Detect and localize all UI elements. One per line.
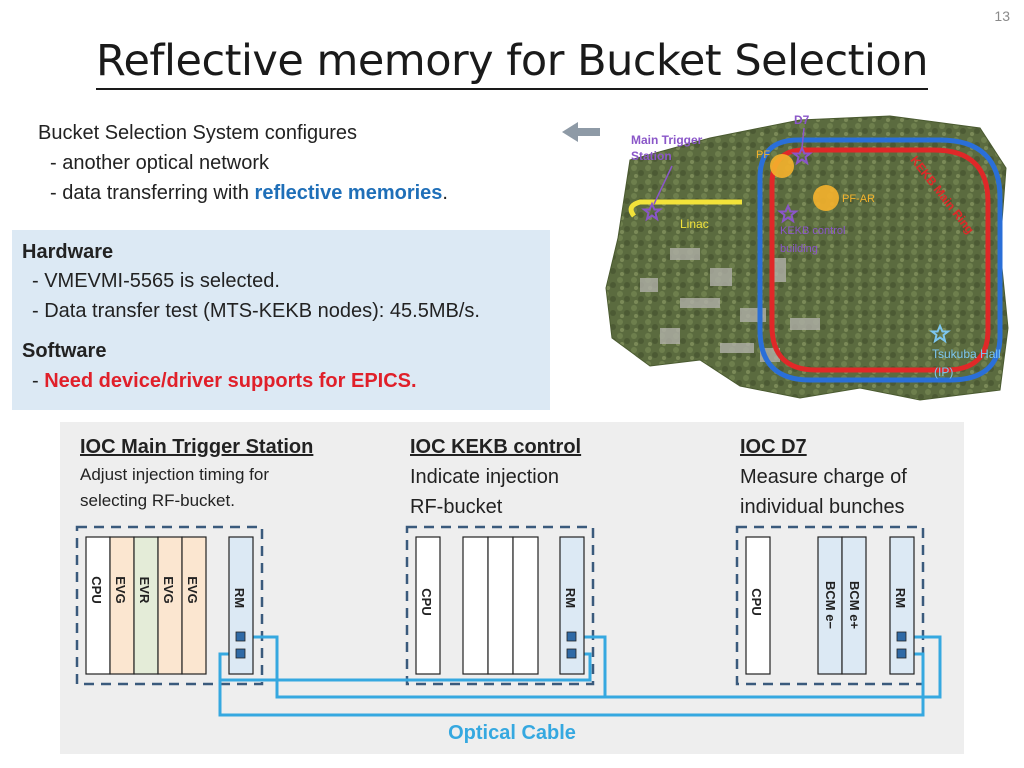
slot-label-evg: EVG — [185, 576, 200, 603]
slot-cpu — [85, 536, 111, 675]
map-label-kekb-control: KEKB control — [780, 225, 845, 237]
hardware-heading: Hardware — [22, 241, 114, 263]
slot-label-evg: EVG — [161, 576, 176, 603]
ioc-main-trigger-title: IOC Main Trigger Station — [80, 436, 314, 458]
hardware-item-1: - VMEVMI-5565 is selected. — [32, 270, 280, 292]
ioc-kekb-control-header: IOC KEKB control Indicate injection RF-b… — [410, 432, 581, 522]
software-item: - Need device/driver supports for EPICS. — [32, 366, 550, 396]
slot-label-bcm-e-minus: BCM e− — [823, 581, 838, 629]
crate-outline-kekb-control — [405, 525, 595, 686]
slot-label-rm: RM — [232, 588, 247, 608]
linac-line — [628, 199, 742, 218]
map-label-d7: D7 — [794, 113, 810, 127]
map-label-ip: (IP) — [934, 365, 953, 379]
slot-label-rm: RM — [893, 588, 908, 608]
map-label-pf-ar: PF-AR — [842, 193, 875, 205]
intro-text: Bucket Selection System configures - ano… — [38, 118, 448, 208]
rm-port-icon — [235, 648, 246, 659]
crate-outline-main-trigger — [75, 525, 264, 686]
slot-label-cpu: CPU — [749, 588, 764, 615]
ioc-d7-title: IOC D7 — [740, 436, 807, 458]
star-d7-icon — [791, 145, 813, 166]
software-item-prefix: - — [32, 370, 45, 392]
software-item-text: Need device/driver supports for EPICS. — [44, 370, 417, 392]
slot-label-cpu: CPU — [89, 576, 104, 603]
hardware-item-2: - Data transfer test (MTS-KEKB nodes): 4… — [32, 300, 480, 322]
rm-port-icon — [896, 631, 907, 642]
slot-bcm-e-minus — [841, 536, 867, 675]
slot-empty — [512, 536, 539, 675]
rm-port-icon — [896, 648, 907, 659]
rm-port-icon — [566, 631, 577, 642]
intro-line-1: Bucket Selection System configures — [38, 122, 358, 144]
star-kekb-control-icon — [777, 203, 799, 224]
ioc-main-trigger-desc-1: Adjust injection timing for — [80, 465, 269, 484]
intro-line-3-prefix: - data transferring with — [50, 182, 255, 204]
star-tsukuba-icon — [929, 323, 951, 344]
ioc-main-trigger-desc-2: selecting RF-bucket. — [80, 491, 235, 510]
hardware-software-box: Hardware - VMEVMI-5565 is selected. - Da… — [12, 230, 550, 410]
ioc-kekb-control-desc-2: RF-bucket — [410, 496, 503, 518]
slot-label-bcm-e-plus: BCM e+ — [847, 581, 862, 629]
ioc-d7-header: IOC D7 Measure charge of individual bunc… — [740, 432, 907, 522]
map-label-building: building — [780, 243, 818, 255]
rm-port-icon — [235, 631, 246, 642]
slot-evg — [181, 536, 207, 675]
compass-arrow — [562, 122, 600, 142]
optical-cable-d7-return — [218, 652, 925, 717]
ioc-main-trigger-header: IOC Main Trigger Station Adjust injectio… — [80, 432, 313, 514]
slot-label-rm: RM — [563, 588, 578, 608]
main-trigger-pointer — [653, 165, 673, 205]
software-heading: Software — [22, 340, 107, 362]
slot-evg — [109, 536, 135, 675]
ioc-kekb-control-slots: CPU RM — [415, 536, 585, 675]
slot-label-evr: EVR — [137, 577, 152, 604]
ioc-d7-slots: CPU BCM e+ BCM e− RM — [745, 536, 915, 675]
d7-pointer — [801, 127, 805, 149]
kekb-ring-red — [769, 147, 991, 373]
slot-evr — [133, 536, 159, 675]
ioc-d7-desc-2: individual bunches — [740, 496, 905, 518]
ioc-kekb-control-title: IOC KEKB control — [410, 436, 582, 458]
map-label-main-trigger: Main Trigger — [631, 133, 703, 147]
kek-aerial-map: D7 Main Trigger Station PF PF-AR Linac K… — [562, 113, 1009, 401]
crate-outline-d7 — [735, 525, 925, 686]
site-ground — [605, 115, 1009, 401]
slide-title: Reflective memory for Bucket Selection — [0, 36, 1024, 90]
map-label-linac: Linac — [680, 217, 709, 231]
slot-empty — [462, 536, 489, 675]
intro-line-3-suffix: . — [442, 182, 448, 204]
slot-label-cpu: CPU — [419, 588, 434, 615]
map-label-pf: PF — [756, 149, 770, 161]
slot-cpu — [415, 536, 441, 675]
page-number: 13 — [994, 8, 1010, 24]
slot-empty — [487, 536, 514, 675]
pf-ar-ring — [813, 185, 839, 211]
ioc-kekb-control-desc-1: Indicate injection — [410, 466, 559, 488]
pf-ring — [770, 154, 794, 178]
slot-evg — [157, 536, 183, 675]
kekb-ring-blue — [757, 137, 1003, 383]
reflective-memories-highlight: reflective memories — [254, 182, 443, 204]
optical-cable-d7 — [605, 635, 942, 699]
ioc-main-trigger-slots: CPU EVG EVR EVG EVG RM — [85, 536, 254, 675]
intro-line-3: - data transferring with reflective memo… — [38, 178, 448, 208]
optical-cable-label: Optical Cable — [448, 722, 576, 744]
slot-label-evg: EVG — [113, 576, 128, 603]
map-label-station: Station — [631, 149, 672, 163]
rm-port-icon — [566, 648, 577, 659]
intro-line-2: - another optical network — [50, 152, 270, 174]
map-label-tsukuba-hall: Tsukuba Hall — [932, 347, 1001, 361]
slot-cpu — [745, 536, 771, 675]
star-main-trigger-icon — [641, 201, 663, 222]
optical-cable-outer — [243, 635, 607, 699]
optical-cable-inner — [218, 652, 592, 682]
ioc-d7-desc-1: Measure charge of — [740, 466, 907, 488]
slide-title-text: Reflective memory for Bucket Selection — [96, 36, 929, 90]
